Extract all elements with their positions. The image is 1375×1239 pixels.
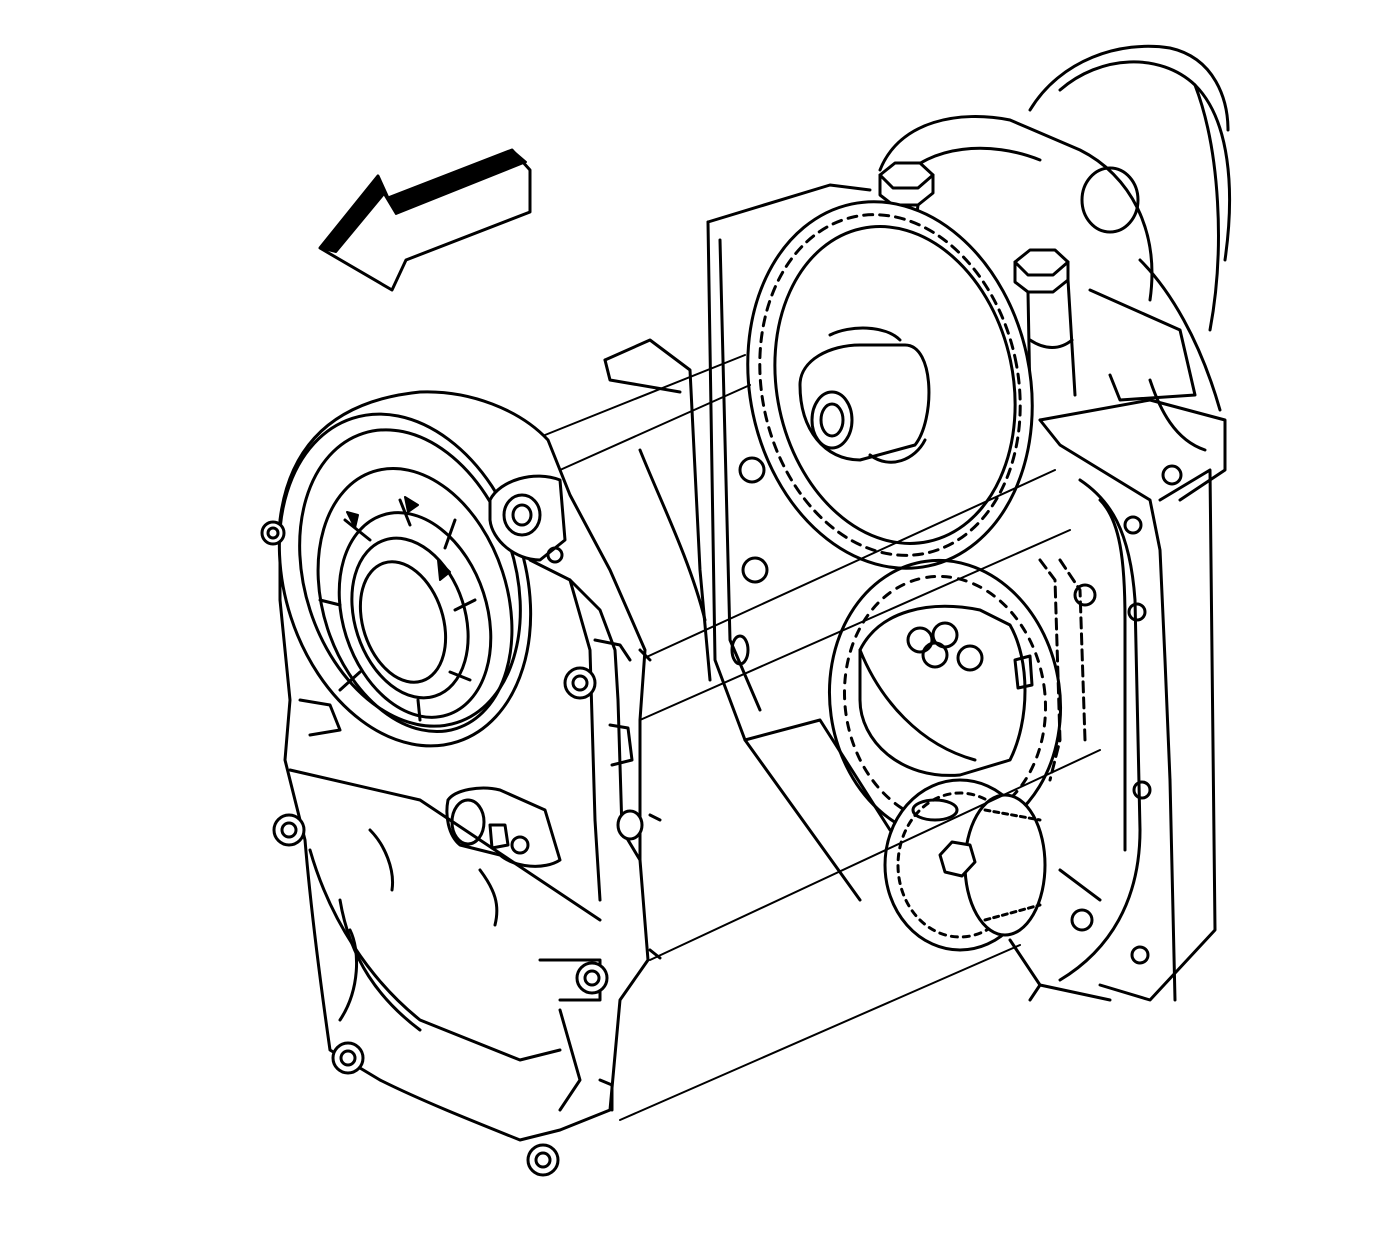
front-cover-bolts bbox=[260, 520, 609, 1177]
cover-bolt bbox=[260, 520, 286, 546]
cover-bolt bbox=[563, 666, 597, 700]
cover-bolt bbox=[575, 961, 609, 995]
cover-bolt bbox=[331, 1041, 365, 1075]
engine-block bbox=[603, 44, 1232, 1002]
cover-bolt bbox=[526, 1143, 560, 1177]
alignment-leader-lines bbox=[544, 354, 1101, 1121]
direction-arrow-icon bbox=[318, 148, 532, 292]
camshaft-sprocket bbox=[746, 200, 1034, 570]
front-cover bbox=[277, 390, 662, 1142]
cover-bolt bbox=[272, 813, 306, 847]
